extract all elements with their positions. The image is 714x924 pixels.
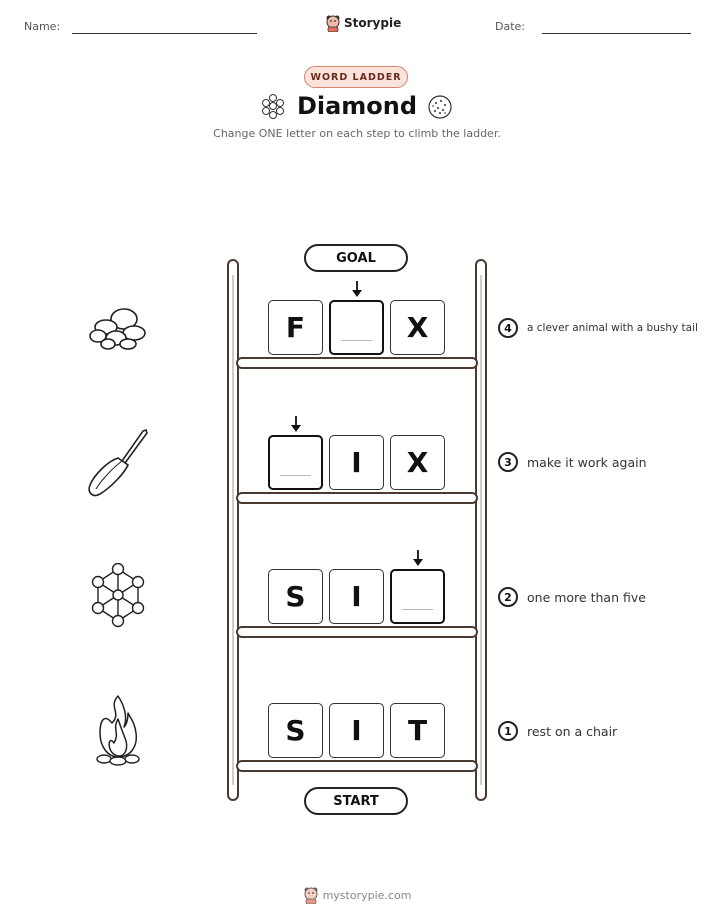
rocks-icon (89, 308, 146, 350)
letter-tile: X (390, 435, 445, 490)
clue-text: a clever animal with a bushy tail (527, 322, 698, 334)
clue-4: 4 a clever animal with a bushy tail (498, 318, 698, 338)
clue-text: rest on a chair (527, 723, 618, 739)
letter-tile: S (268, 703, 323, 758)
letter-tile: F (268, 300, 323, 355)
down-arrow-icon (291, 416, 301, 432)
clue-number: 4 (498, 318, 518, 338)
storypie-mascot-icon (326, 15, 340, 32)
goal-label: GOAL (304, 244, 408, 272)
clue-text: one more than five (527, 589, 646, 605)
down-arrow-icon (352, 281, 362, 297)
footer: mystorypie.com (0, 886, 714, 904)
clue-2: 2 one more than five (498, 587, 646, 607)
rough-stone-icon (428, 95, 452, 119)
diamond-cluster-icon (262, 94, 284, 119)
brand-logo: Storypie (325, 14, 401, 32)
down-arrow-icon (413, 550, 423, 566)
letter-tile: I (329, 569, 384, 624)
fire-icon (96, 695, 140, 766)
clue-number: 3 (498, 452, 518, 472)
blank-letter-tile[interactable] (390, 569, 445, 624)
page-title: Diamond (296, 92, 418, 120)
date-field[interactable] (542, 33, 691, 34)
ladder-frame (227, 259, 487, 801)
blank-letter-tile[interactable] (329, 300, 384, 355)
letter-tile: S (268, 569, 323, 624)
chisel-icon (88, 428, 148, 497)
name-field[interactable] (72, 33, 257, 34)
date-label: Date: (495, 20, 525, 33)
letter-tile: I (329, 703, 384, 758)
clue-number: 2 (498, 587, 518, 607)
clue-number: 1 (498, 721, 518, 741)
footer-url[interactable]: mystorypie.com (322, 888, 412, 902)
brand-name: Storypie (344, 16, 402, 30)
name-label: Name: (24, 20, 61, 33)
letter-tile: T (390, 703, 445, 758)
clue-1: 1 rest on a chair (498, 721, 617, 741)
worksheet-type-badge: WORD LADDER (304, 66, 408, 88)
blank-letter-tile[interactable] (268, 435, 323, 490)
storypie-mascot-icon (304, 887, 318, 904)
letter-tile: X (390, 300, 445, 355)
clue-3: 3 make it work again (498, 452, 647, 472)
start-label: START (304, 787, 408, 815)
crystal-lattice-icon (91, 563, 145, 628)
clue-text: make it work again (527, 454, 647, 470)
letter-tile: I (329, 435, 384, 490)
instructions: Change ONE letter on each step to climb … (213, 127, 501, 140)
